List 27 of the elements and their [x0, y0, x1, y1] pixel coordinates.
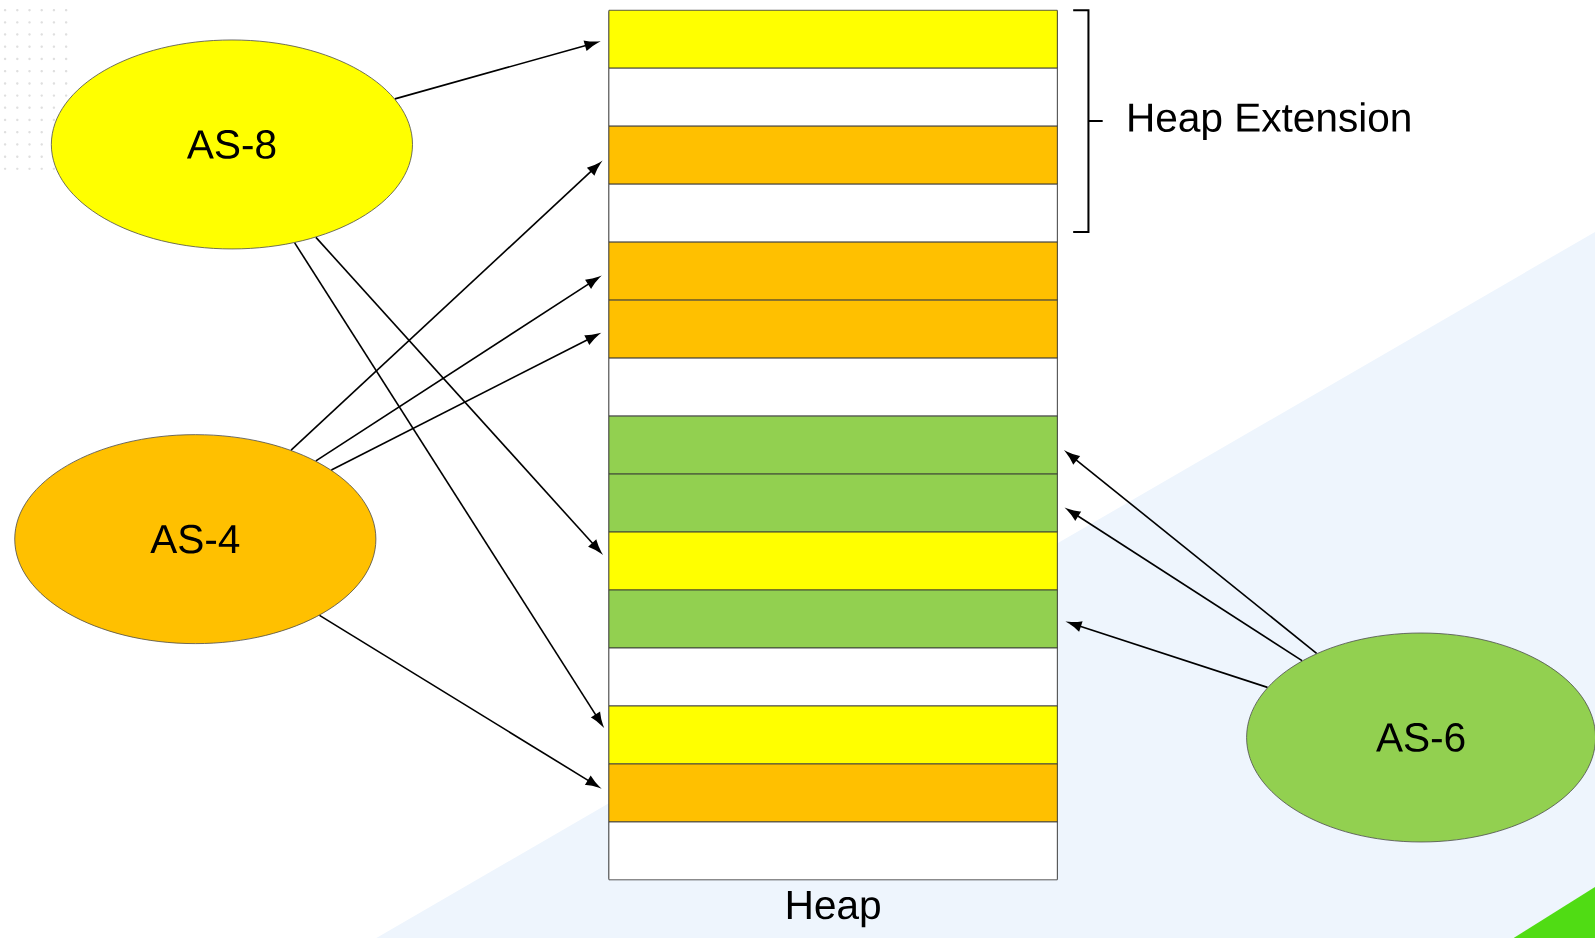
heap-slot — [608, 647, 1058, 707]
heap-slot — [608, 589, 1058, 649]
arrow — [1066, 508, 1303, 662]
heap-slot — [608, 473, 1058, 533]
node-label: Heap — [787, 891, 880, 928]
arrow — [315, 276, 600, 462]
heap-slot — [608, 241, 1058, 301]
arrow — [330, 333, 599, 471]
heap-slot — [608, 9, 1058, 69]
arrow — [1068, 621, 1269, 689]
heap-slot — [608, 531, 1058, 591]
arrow — [394, 40, 598, 100]
heap-slot — [608, 299, 1058, 359]
heap-slot — [608, 821, 1058, 881]
arrow — [318, 614, 600, 788]
heap-slot — [608, 415, 1058, 475]
heap-slot — [608, 705, 1058, 765]
heap-slot — [608, 67, 1058, 127]
arrow — [1066, 451, 1318, 655]
heap-slot — [608, 125, 1058, 185]
arrow — [290, 162, 601, 451]
heap-slot — [608, 357, 1058, 417]
heap-slot — [608, 183, 1058, 243]
heap-slot — [608, 763, 1058, 823]
arrow — [293, 242, 603, 726]
arrow — [315, 236, 602, 554]
bracket-label: Heap Extension — [1129, 102, 1410, 140]
